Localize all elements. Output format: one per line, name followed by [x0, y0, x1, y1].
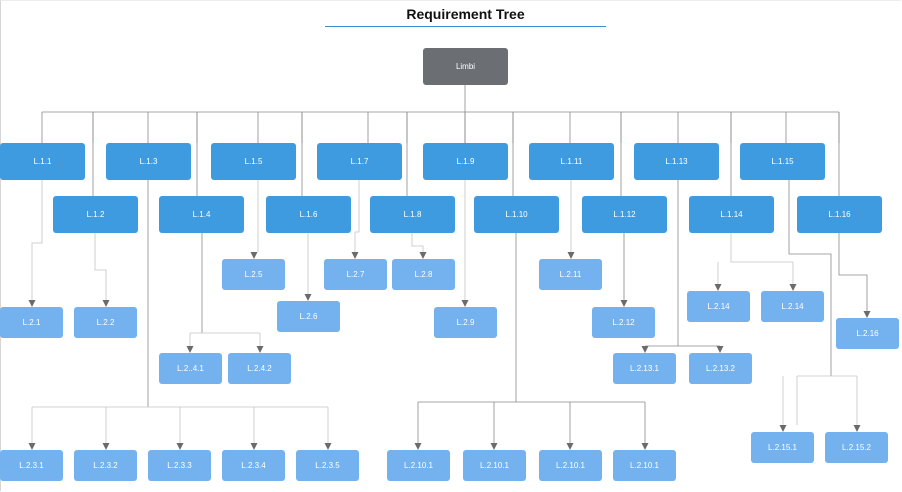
arrow-head [28, 443, 36, 450]
node-l2-3-5[interactable]: L.2.3.5 [296, 450, 359, 481]
node-l2-10-1[interactable]: L.2.10.1 [463, 450, 526, 481]
node-l1-14[interactable]: L.1.14 [689, 196, 774, 233]
node-l2-4-1[interactable]: L.2..4.1 [159, 353, 222, 384]
node-l1-2[interactable]: L.1.2 [53, 196, 138, 233]
node-l1-10[interactable]: L.1.10 [474, 196, 559, 233]
node-l1-5[interactable]: L.1.5 [211, 143, 296, 180]
arrow-head [641, 443, 649, 450]
node-l2-10-1[interactable]: L.2.10.1 [387, 450, 450, 481]
node-l2-15-2[interactable]: L.2.15.2 [825, 432, 888, 463]
node-l2-5[interactable]: L.2.5 [222, 259, 285, 290]
arrow-head [779, 425, 787, 432]
arrow-head [863, 311, 871, 318]
node-l1-1[interactable]: L.1.1 [0, 143, 85, 180]
connector-line [94, 233, 107, 300]
arrow-head [304, 294, 312, 301]
node-l1-15[interactable]: L.1.15 [740, 143, 825, 180]
arrow-head [716, 346, 724, 353]
arrow-head [567, 252, 575, 259]
node-l2-4-2[interactable]: L.2.4.2 [228, 353, 291, 384]
node-l1-7[interactable]: L.1.7 [317, 143, 402, 180]
connector-line [838, 233, 868, 311]
arrow-head [419, 252, 427, 259]
diagram-title: Requirement Tree [406, 6, 525, 22]
arrow-head [789, 284, 797, 291]
node-l1-11[interactable]: L.1.11 [529, 143, 614, 180]
node-l1-9[interactable]: L.1.9 [423, 143, 508, 180]
node-l2-14[interactable]: L.2.14 [687, 291, 750, 322]
node-l2-2[interactable]: L.2.2 [74, 307, 137, 338]
arrow-head [28, 300, 36, 307]
node-l2-13-1[interactable]: L.2.13.1 [613, 353, 676, 384]
node-l1-12[interactable]: L.1.12 [582, 196, 667, 233]
arrow-head [620, 300, 628, 307]
node-l2-14[interactable]: L.2.14 [761, 291, 824, 322]
node-root[interactable]: Limbi [423, 48, 508, 85]
arrow-head [176, 443, 184, 450]
arrow-head [102, 300, 110, 307]
node-l2-1[interactable]: L.2.1 [0, 307, 63, 338]
node-l1-13[interactable]: L.1.13 [634, 143, 719, 180]
arrow-head [566, 443, 574, 450]
arrow-head [324, 443, 332, 450]
connector-line [788, 180, 832, 376]
connector-line [411, 233, 424, 252]
arrow-head [414, 443, 422, 450]
node-l2-3-1[interactable]: L.2.3.1 [0, 450, 63, 481]
arrow-head [351, 252, 359, 259]
arrow-head [256, 346, 264, 353]
node-l2-12[interactable]: L.2.12 [592, 307, 655, 338]
node-l1-4[interactable]: L.1.4 [159, 196, 244, 233]
node-l2-9[interactable]: L.2.9 [434, 307, 497, 338]
node-l2-13-2[interactable]: L.2.13.2 [689, 353, 752, 384]
arrow-head [102, 443, 110, 450]
arrow-head [186, 346, 194, 353]
node-l1-6[interactable]: L.1.6 [266, 196, 351, 233]
connector-line [730, 233, 793, 263]
node-l2-3-2[interactable]: L.2.3.2 [74, 450, 137, 481]
arrow-head [250, 252, 258, 259]
connector-line [31, 180, 43, 300]
node-l2-3-3[interactable]: L.2.3.3 [148, 450, 211, 481]
arrow-head [461, 300, 469, 307]
connector-line [354, 180, 360, 252]
arrow-head [714, 284, 722, 291]
node-l2-7[interactable]: L.2.7 [324, 259, 387, 290]
arrow-head [853, 425, 861, 432]
node-l2-6[interactable]: L.2.6 [277, 301, 340, 332]
node-l2-3-4[interactable]: L.2.3.4 [222, 450, 285, 481]
title-underline [325, 26, 606, 27]
node-l2-15-1[interactable]: L.2.15.1 [751, 432, 814, 463]
arrow-head [490, 443, 498, 450]
node-l2-8[interactable]: L.2.8 [392, 259, 455, 290]
node-l2-16[interactable]: L.2.16 [836, 318, 899, 349]
arrow-head [250, 443, 258, 450]
node-l2-10-1[interactable]: L.2.10.1 [613, 450, 676, 481]
arrow-head [641, 346, 649, 353]
node-l1-8[interactable]: L.1.8 [370, 196, 455, 233]
node-l2-11[interactable]: L.2.11 [539, 259, 602, 290]
node-l1-16[interactable]: L.1.16 [797, 196, 882, 233]
node-l2-10-1[interactable]: L.2.10.1 [539, 450, 602, 481]
node-l1-3[interactable]: L.1.3 [106, 143, 191, 180]
